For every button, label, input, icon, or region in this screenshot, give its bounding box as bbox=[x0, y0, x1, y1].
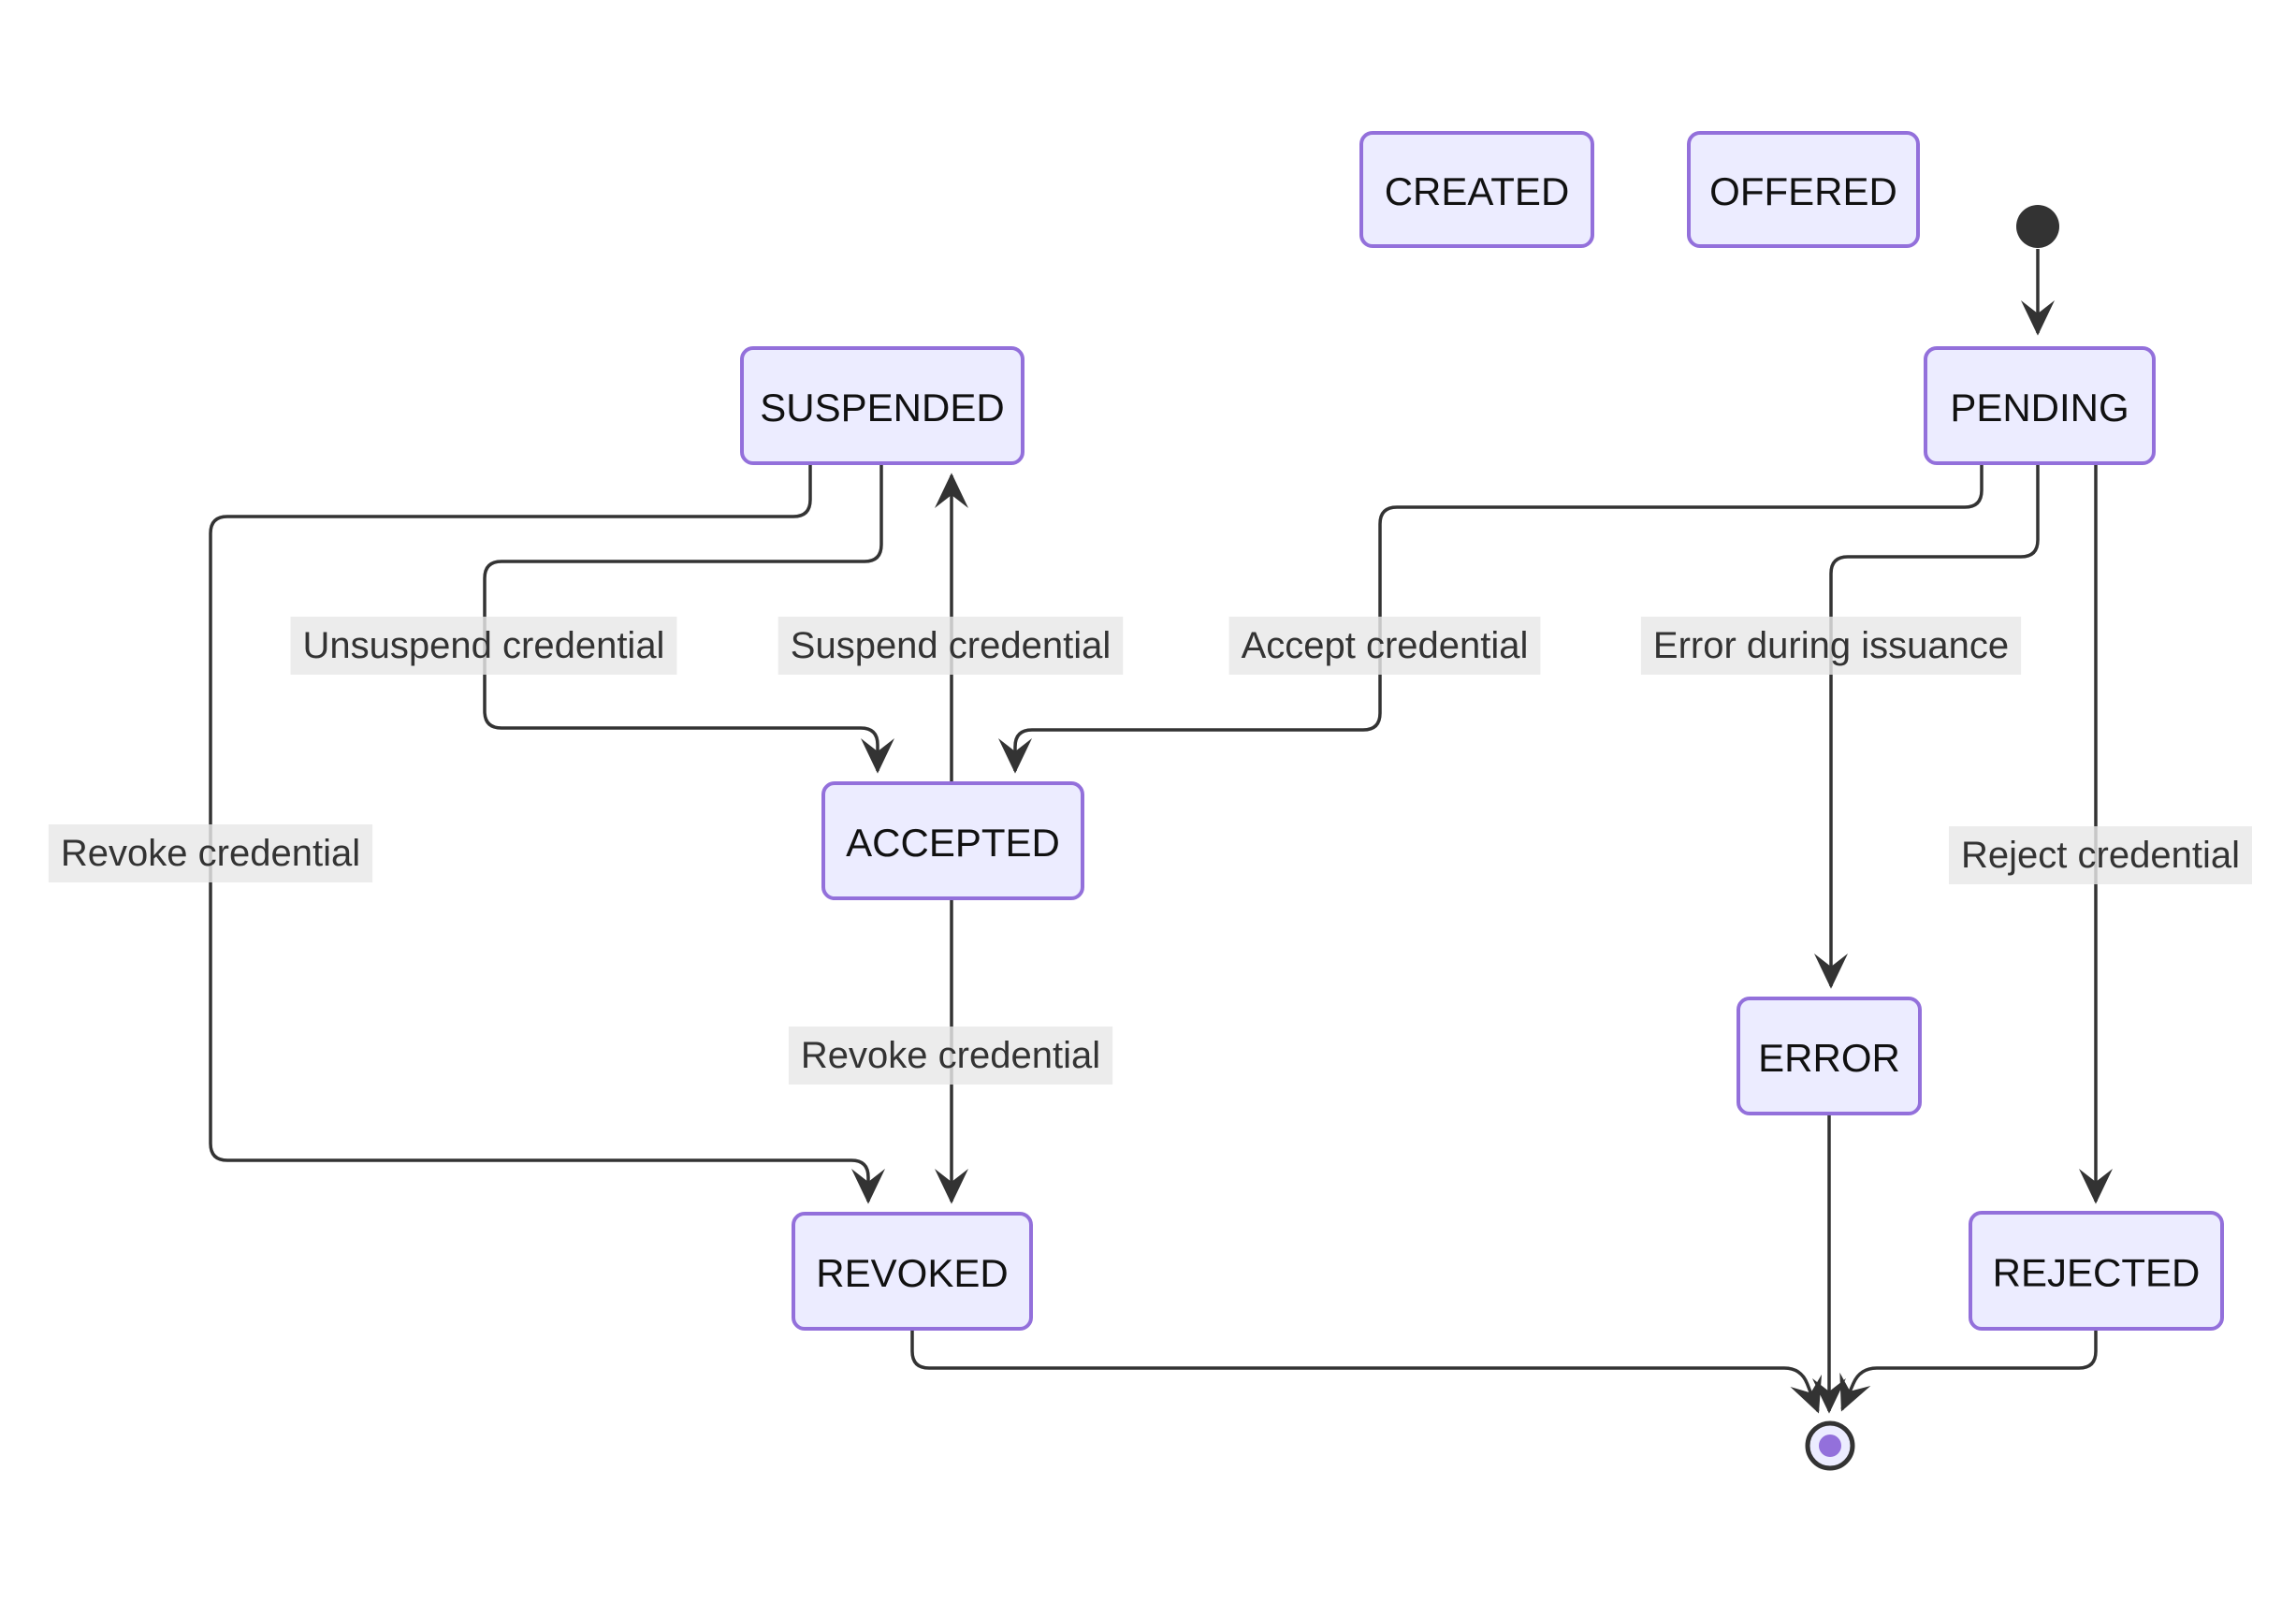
state-label-error: ERROR bbox=[1758, 1036, 1900, 1080]
edge-label-background bbox=[290, 617, 677, 675]
transition-revoked-to-final bbox=[910, 1330, 1823, 1414]
edge-label-text: Suspend credential bbox=[791, 625, 1111, 666]
edge-label-text: Revoke credential bbox=[61, 833, 360, 874]
edge-label-background bbox=[1228, 617, 1541, 675]
transition-rejected-to-final bbox=[1839, 1330, 2098, 1412]
edge-label-pending-to-error: Error during issuance bbox=[1640, 617, 2022, 675]
initial-state-marker bbox=[2016, 205, 2059, 248]
edge-label-background bbox=[777, 617, 1124, 675]
state-node-created: CREATED bbox=[1359, 131, 1594, 248]
state-nodes-layer: CREATED OFFERED PENDING SUSPENDED ACCEPTED ER… bbox=[740, 131, 2224, 1331]
edge-label-background bbox=[48, 824, 373, 882]
state-node-accepted: ACCEPTED bbox=[821, 781, 1084, 900]
state-node-rejected: REJECTED bbox=[1969, 1211, 2224, 1331]
state-label-created: CREATED bbox=[1385, 169, 1570, 213]
state-box-suspended bbox=[740, 346, 1024, 465]
state-box-accepted bbox=[821, 781, 1084, 900]
state-box-pending bbox=[1924, 346, 2156, 465]
state-box-offered bbox=[1687, 131, 1920, 248]
final-state-inner-dot bbox=[1819, 1435, 1841, 1457]
edge-label-background bbox=[788, 1027, 1113, 1085]
state-box-rejected bbox=[1969, 1211, 2224, 1331]
edge-label-text: Unsuspend credential bbox=[303, 625, 665, 666]
start-end-markers-layer bbox=[1805, 205, 2059, 1471]
state-node-error: ERROR bbox=[1737, 997, 1922, 1115]
edge-labels-layer: Accept credential Error during issuanceRe… bbox=[48, 617, 2252, 1085]
edge-label-pending-to-rejected: Reject credential bbox=[1949, 826, 2252, 884]
state-label-suspended: SUSPENDED bbox=[760, 386, 1004, 430]
transition-pending-to-error bbox=[1814, 464, 2040, 989]
edge-label-accepted-to-revoked: Revoke credential bbox=[788, 1027, 1113, 1085]
state-box-revoked bbox=[792, 1212, 1033, 1331]
state-box-created bbox=[1359, 131, 1594, 248]
state-label-rejected: REJECTED bbox=[1993, 1251, 2201, 1295]
transition-edges-layer bbox=[209, 249, 2113, 1414]
final-state-marker bbox=[1805, 1420, 1855, 1471]
state-box-error bbox=[1737, 997, 1922, 1115]
edge-label-suspended-to-accepted: Unsuspend credential bbox=[290, 617, 677, 675]
state-node-suspended: SUSPENDED bbox=[740, 346, 1024, 465]
edge-label-accepted-to-suspended: Suspend credential bbox=[777, 617, 1124, 675]
state-node-pending: PENDING bbox=[1924, 346, 2156, 465]
edge-label-background bbox=[1640, 617, 2022, 675]
edge-label-text: Error during issuance bbox=[1653, 625, 2009, 666]
state-label-pending: PENDING bbox=[1950, 386, 2129, 430]
state-node-revoked: REVOKED bbox=[792, 1212, 1033, 1331]
edge-label-text: Accept credential bbox=[1242, 625, 1529, 666]
edge-label-suspended-to-revoked: Revoke credential bbox=[48, 824, 373, 882]
edge-label-text: Revoke credential bbox=[801, 1035, 1100, 1076]
state-label-offered: OFFERED bbox=[1709, 169, 1897, 213]
state-node-offered: OFFERED bbox=[1687, 131, 1920, 248]
edge-label-pending-to-accepted: Accept credential bbox=[1228, 617, 1541, 675]
edge-label-background bbox=[1949, 826, 2252, 884]
state-label-revoked: REVOKED bbox=[816, 1251, 1008, 1295]
edge-label-text: Reject credential bbox=[1961, 835, 2240, 876]
state-label-accepted: ACCEPTED bbox=[846, 821, 1060, 865]
